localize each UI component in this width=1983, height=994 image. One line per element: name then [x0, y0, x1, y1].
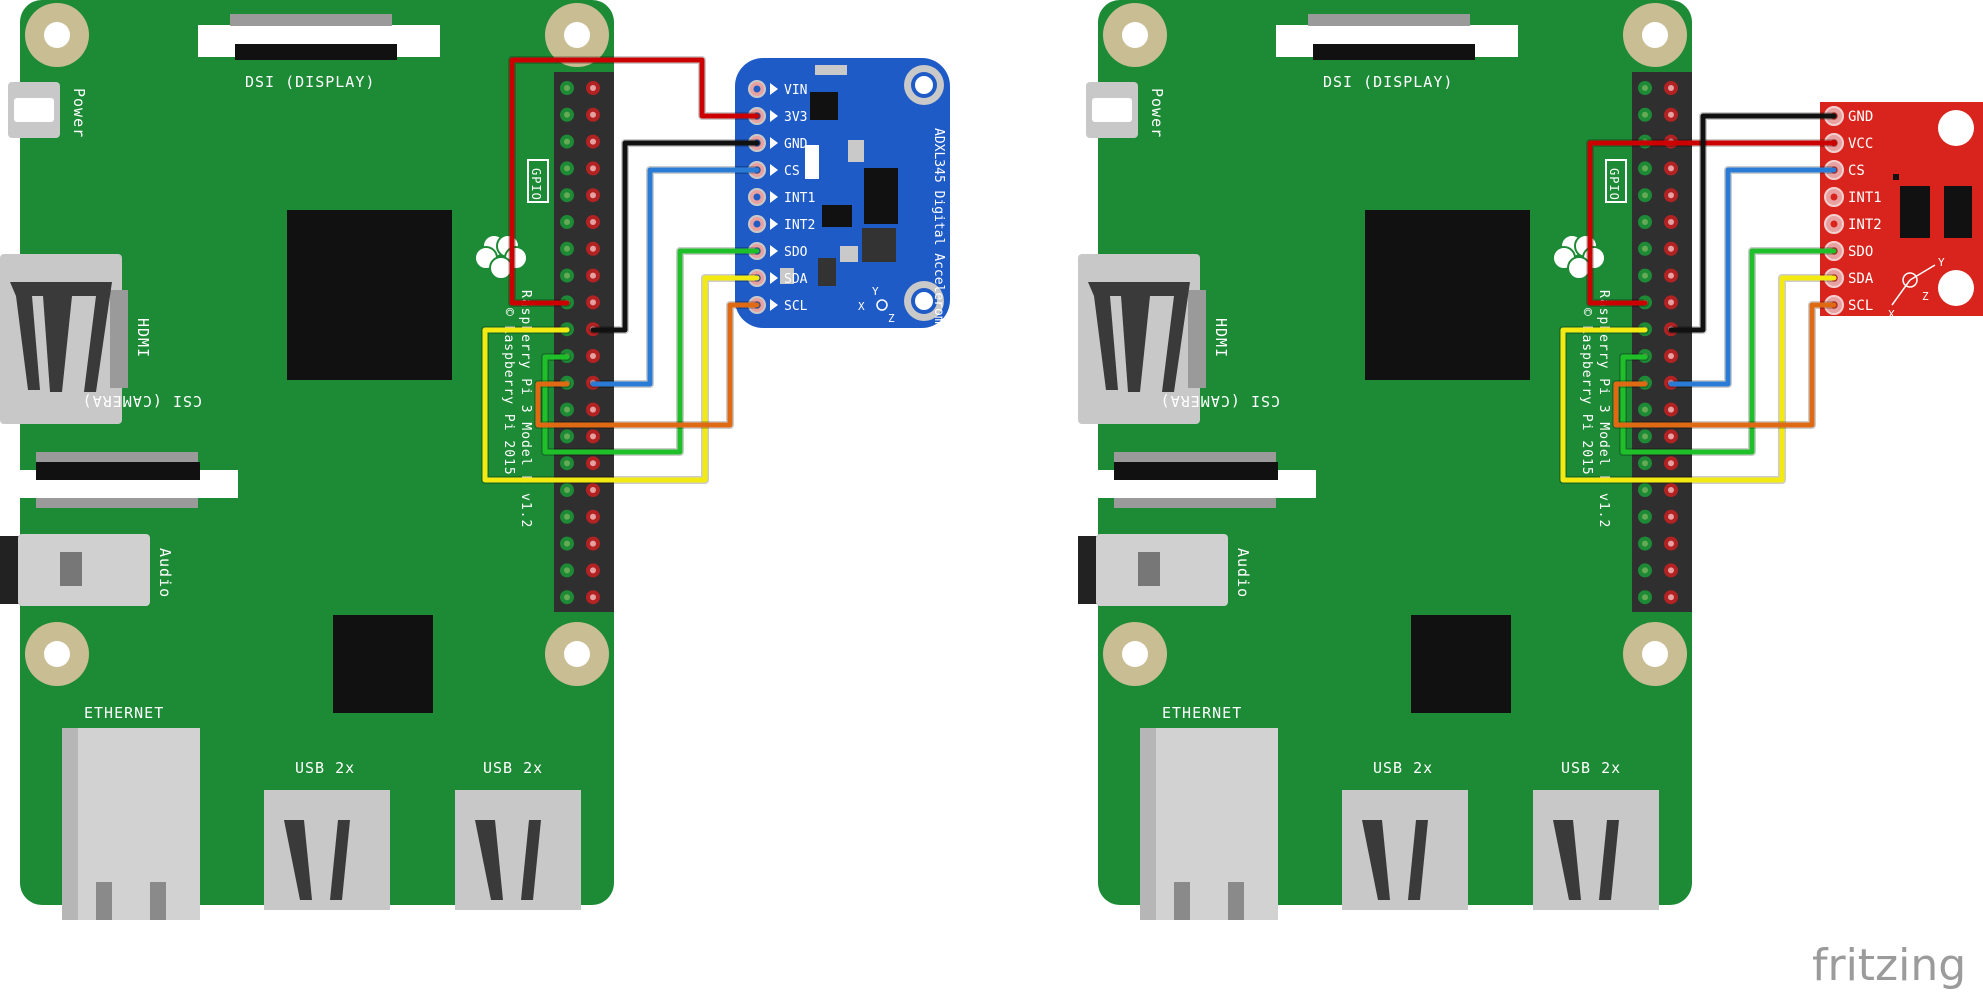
wire-sda	[482, 275, 760, 483]
wire-cs	[590, 167, 760, 387]
red-pin-label: SCL	[1848, 298, 1873, 314]
ethernet-label: ETHERNET	[84, 704, 164, 722]
dsi-label-right: DSI (DISPLAY)	[1323, 73, 1453, 91]
csi-label-right: CSI (CAMERA)	[1160, 392, 1280, 410]
red-pin-label: SDA	[1848, 271, 1874, 287]
hdmi-label-right: HDMI	[1212, 318, 1230, 358]
wire-gnd-right	[1668, 113, 1837, 333]
usb-label-1: USB 2x	[295, 759, 355, 777]
adxl-pin-label: SDA	[784, 272, 808, 287]
adxl345-name: ADXL345 Digital Accelerometer	[931, 128, 946, 355]
red-pin-label: SDO	[1848, 244, 1873, 260]
usb-label-2: USB 2x	[483, 759, 543, 777]
wire-vcc	[1587, 140, 1837, 306]
red-pin-label: INT2	[1848, 217, 1882, 233]
fritzing-watermark: fritzing	[1812, 940, 1966, 990]
audio-label-right: Audio	[1234, 548, 1252, 598]
gpio-label: GPIO	[529, 168, 543, 201]
model-label-right: Raspberry Pi 3 Model B v1.2	[1596, 290, 1611, 528]
model-label: Raspberry Pi 3 Model B v1.2	[518, 290, 533, 528]
adxl-pin-label: INT2	[784, 218, 815, 233]
adxl-pin-label: SCL	[784, 299, 808, 314]
hdmi-label: HDMI	[134, 318, 152, 358]
red-pin-label: GND	[1848, 109, 1873, 125]
axis-x-label: X	[858, 300, 865, 313]
adxl-pin-label: 3V3	[784, 110, 807, 125]
adxl-pin-label: GND	[784, 137, 808, 152]
wire-gnd	[590, 140, 760, 333]
gpio-header-right	[1638, 81, 1678, 605]
adxl-pin-label: INT1	[784, 191, 815, 206]
copyright-label: © Raspberry Pi 2015	[501, 308, 516, 476]
wire-sdo	[542, 248, 760, 455]
red-axis-z-label: Z	[1922, 290, 1929, 303]
adxl-pin-label: SDO	[784, 245, 808, 260]
gpio-label-right: GPIO	[1607, 168, 1621, 201]
wire-cs-right	[1668, 167, 1837, 387]
wire-3v3	[509, 57, 760, 306]
red-pin-label: VCC	[1848, 136, 1873, 152]
wire-sda-right	[1560, 275, 1837, 483]
usb-label-right-1: USB 2x	[1373, 759, 1433, 777]
red-axis-y-label: Y	[1938, 256, 1945, 269]
wires-left	[481, 56, 761, 484]
csi-label: CSI (CAMERA)	[82, 392, 202, 410]
audio-label: Audio	[156, 548, 174, 598]
adxl-pin-label: VIN	[784, 83, 807, 98]
power-label: Power	[70, 88, 88, 138]
usb-label-right-2: USB 2x	[1561, 759, 1621, 777]
gpio-header-left	[560, 81, 600, 605]
power-label-right: Power	[1148, 88, 1166, 138]
wire-sdo-right	[1620, 248, 1837, 455]
wire-scl-right	[1613, 302, 1837, 428]
axis-y-label: Y	[872, 285, 879, 298]
wires-right	[1559, 112, 1838, 484]
red-pin-label: INT1	[1848, 190, 1882, 206]
adxl345-board	[735, 58, 950, 328]
adxl-pin-label: CS	[784, 164, 800, 179]
red-axis-x-label: X	[1888, 308, 1895, 321]
ethernet-label-right: ETHERNET	[1162, 704, 1242, 722]
red-pin-label: CS	[1848, 163, 1865, 179]
dsi-label: DSI (DISPLAY)	[245, 73, 375, 91]
axis-z-label: Z	[888, 312, 895, 325]
wire-scl	[535, 302, 760, 428]
copyright-label-right: © Raspberry Pi 2015	[1579, 308, 1594, 476]
